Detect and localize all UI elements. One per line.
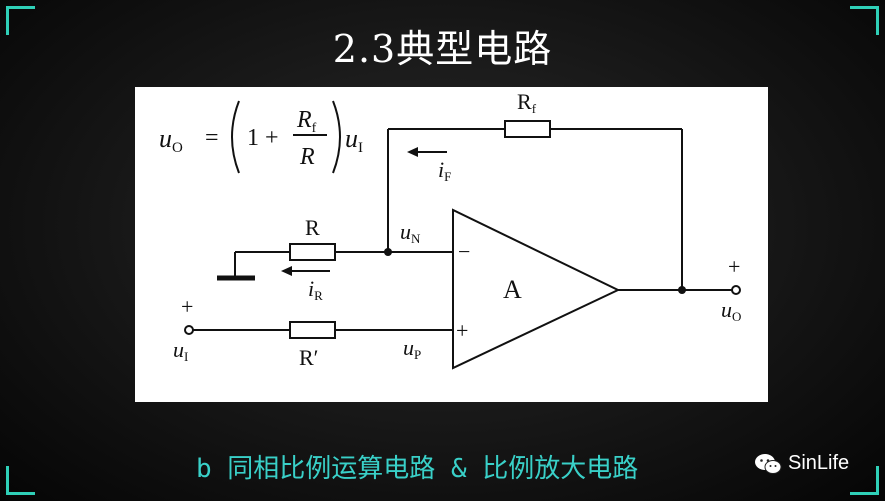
- corner-bracket-top-left: [6, 6, 35, 35]
- input-terminal: [184, 325, 194, 335]
- resistor-rprime: [289, 321, 336, 339]
- node-un: [384, 248, 392, 256]
- formula-left-paren: [231, 100, 240, 174]
- resistor-r: [289, 243, 336, 261]
- resistor-rf: [504, 120, 551, 138]
- label-ir: iR: [308, 276, 323, 303]
- label-up: uP: [403, 335, 421, 362]
- circuit-diagram: uO = 1 + Rf R uI Rf iF R iR uN uP R′ + u…: [159, 89, 741, 370]
- slide-title: 2.3典型电路: [332, 27, 553, 71]
- node-output: [678, 286, 686, 294]
- label-amp-a: A: [503, 275, 522, 304]
- corner-bracket-top-right: [850, 6, 879, 35]
- op-amp-triangle: [452, 208, 621, 370]
- formula-equals: =: [205, 125, 219, 151]
- label-r: R: [305, 215, 320, 240]
- label-ui: uI: [173, 337, 188, 364]
- label-noninverting-input: +: [456, 318, 468, 343]
- corner-bracket-bottom-right: [850, 466, 879, 495]
- label-un: uN: [400, 219, 421, 246]
- label-rf: Rf: [517, 89, 537, 116]
- label-if: iF: [438, 157, 451, 184]
- watermark: SinLife: [754, 452, 849, 475]
- label-input-plus: +: [181, 294, 193, 319]
- label-inverting-input: −: [458, 239, 470, 264]
- circuit-diagram-panel: uO = 1 + Rf R uI Rf iF R iR uN uP R′ + u…: [135, 87, 768, 402]
- label-uo: uO: [721, 297, 741, 324]
- formula-uo: uO: [159, 124, 183, 156]
- formula-denominator: R: [299, 144, 315, 170]
- formula-one-plus: 1 +: [247, 125, 279, 151]
- label-rprime: R′: [299, 345, 319, 370]
- corner-bracket-bottom-left: [6, 466, 35, 495]
- watermark-text: SinLife: [788, 452, 850, 474]
- output-terminal: [731, 285, 741, 295]
- label-output-plus: +: [728, 254, 740, 279]
- wechat-logo-icon: [755, 453, 782, 474]
- formula-ui: uI: [345, 124, 363, 156]
- arrowhead-if: [407, 147, 418, 157]
- slide-caption: b 同相比例运算电路 & 比例放大电路: [196, 454, 639, 484]
- formula-right-paren: [332, 100, 341, 174]
- arrowhead-ir: [281, 266, 292, 276]
- formula-numerator: Rf: [296, 107, 317, 136]
